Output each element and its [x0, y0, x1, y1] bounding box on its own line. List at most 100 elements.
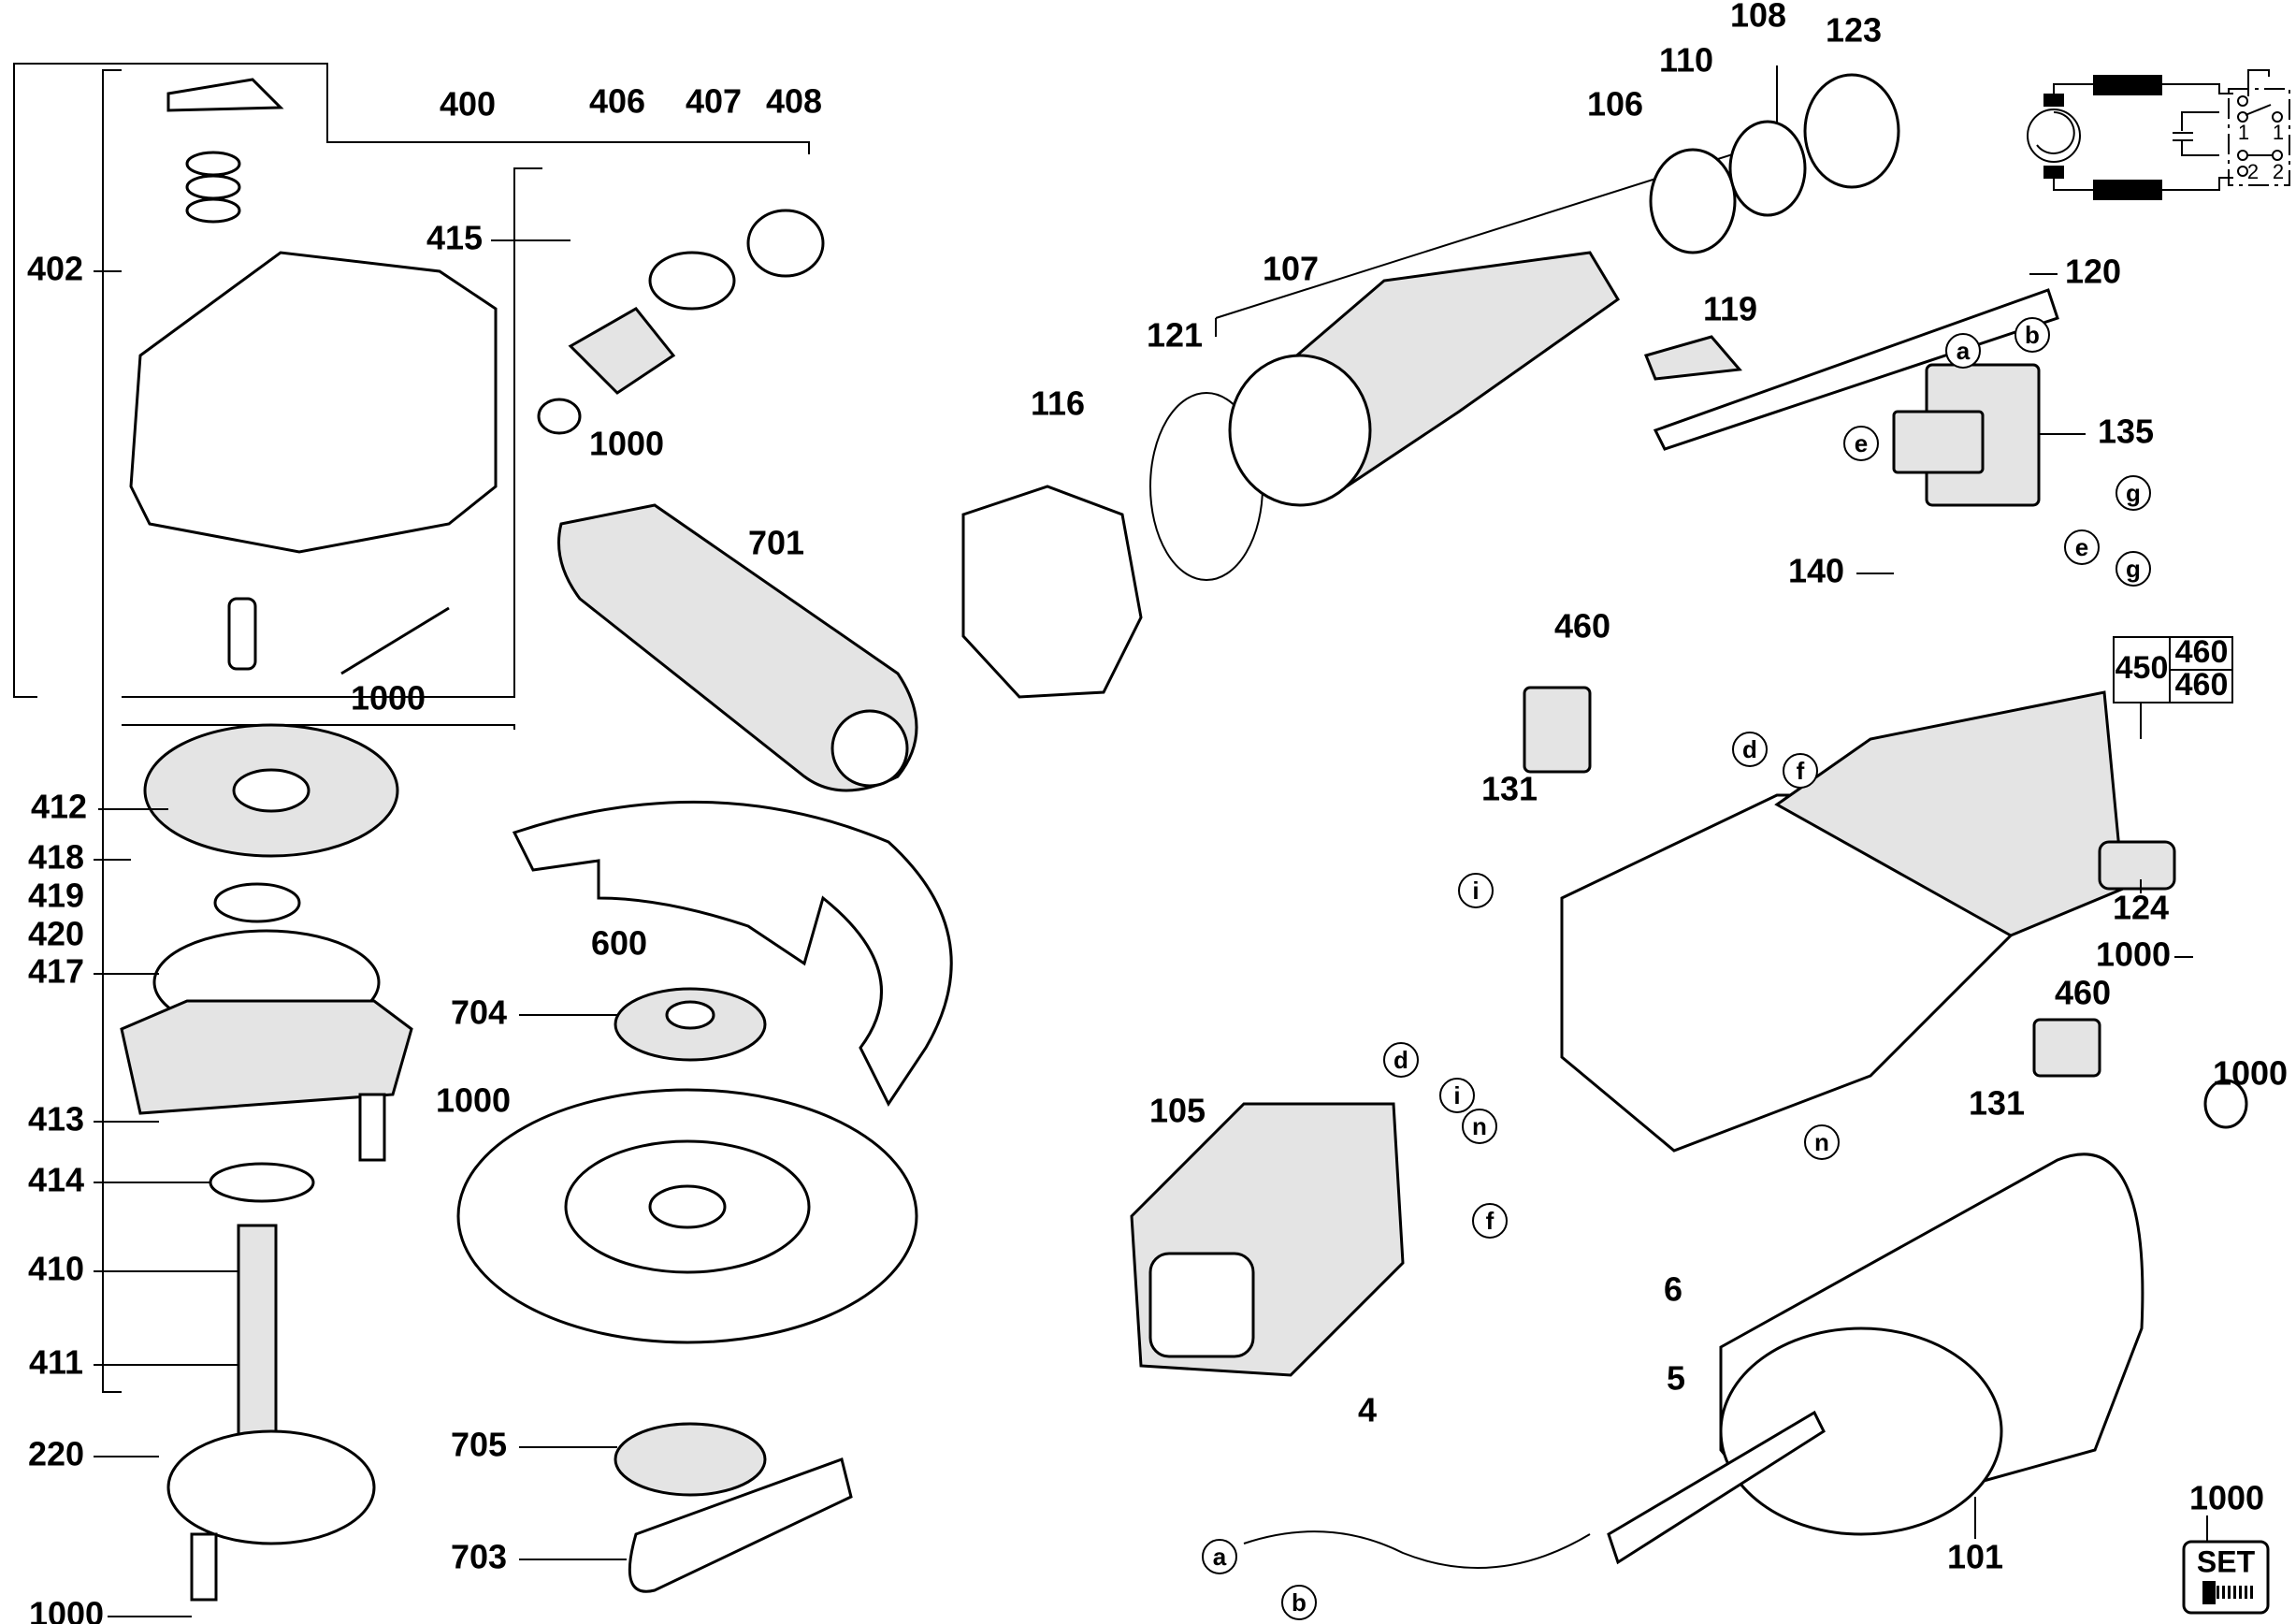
connector-letter-marker: b	[2014, 317, 2050, 353]
part-number-callout: 1000	[589, 425, 664, 463]
part-number-callout: 1000	[2189, 1479, 2264, 1517]
lock-button	[166, 78, 284, 112]
part-number-callout: 402	[27, 250, 83, 288]
connector-letter: e	[2075, 533, 2088, 561]
part-number-callout: 703	[451, 1538, 507, 1576]
part-number-callout: 119	[1703, 290, 1757, 328]
connector-letter-marker: d	[1732, 732, 1768, 767]
wiring-schematic: 1 1 2 2	[2027, 69, 2290, 200]
part-number-callout: 4	[1358, 1391, 1377, 1429]
part-number-callout: 417	[28, 952, 84, 991]
part-number-callout: 105	[1149, 1092, 1206, 1130]
part-number-callout: 1000	[436, 1081, 511, 1120]
capacitor	[1892, 410, 1985, 474]
part-number-callout: 420	[28, 915, 84, 953]
part-number-callout: 406	[589, 82, 645, 121]
part-number-callout: 705	[451, 1426, 507, 1464]
switch-rod	[1653, 288, 2059, 451]
part-number-callout: 413	[28, 1100, 84, 1138]
power-cord	[1243, 1530, 1591, 1569]
part-number-callout: 131	[1481, 770, 1538, 808]
connector-letter-marker: g	[2115, 551, 2151, 587]
cord-protector	[1607, 1410, 1826, 1565]
part-number-callout: 107	[1263, 250, 1319, 288]
connector-letter-marker: f	[1783, 753, 1818, 789]
switch-number: 1	[2238, 121, 2249, 144]
part-number-callout: 220	[28, 1435, 84, 1473]
lock-pin	[227, 597, 257, 671]
set-label: SET	[2197, 1544, 2256, 1578]
part-number-callout: 704	[451, 993, 507, 1032]
part-number-callout: 123	[1826, 11, 1882, 50]
part-number-callout: 407	[686, 82, 742, 121]
part-number-callout: 110	[1659, 41, 1713, 80]
switch-number: 2	[2273, 160, 2284, 183]
connector-letter: f	[1486, 1207, 1495, 1235]
pinion	[568, 307, 676, 395]
connector-letter: a	[1213, 1543, 1227, 1571]
gear-housing-cover	[129, 251, 498, 554]
part-number-callout: 701	[748, 524, 804, 562]
part-number-callout: 106	[1587, 85, 1643, 123]
connector-letter: g	[2126, 555, 2141, 583]
side-handle	[557, 503, 918, 792]
connector-letter: n	[1472, 1112, 1487, 1140]
parts	[120, 73, 2248, 1602]
spindle-plate	[166, 1429, 376, 1545]
connector-letter: b	[2025, 321, 2040, 349]
connector-letter-marker: a	[1202, 1539, 1237, 1574]
part-number-callout: 600	[591, 924, 647, 963]
spanner	[628, 1457, 853, 1593]
kit-sub-number: 460	[2175, 667, 2229, 703]
kit-sub-number: 460	[2175, 634, 2229, 670]
part-number-callout: 140	[1788, 552, 1844, 590]
connector-letter-marker: i	[1458, 873, 1494, 908]
wheel-guard	[512, 800, 953, 1107]
part-number-callout: 460	[2055, 974, 2111, 1012]
part-number-callout: 418	[28, 838, 84, 877]
connector-letter: e	[1855, 429, 1868, 457]
connector-letter-marker: e	[1843, 426, 1879, 461]
part-number-callout: 415	[426, 219, 483, 257]
connector-letter: d	[1393, 1046, 1408, 1074]
part-number-callout: 411	[29, 1343, 83, 1382]
spindle	[237, 1224, 278, 1461]
connector-letter-marker: d	[1383, 1042, 1419, 1078]
connector-letter: i	[1472, 877, 1479, 905]
clamp-nut	[614, 1422, 767, 1497]
part-number-callout: 131	[1969, 1084, 2025, 1123]
part-number-callout: 1000	[29, 1595, 104, 1624]
bearing	[1649, 148, 1737, 254]
part-number-callout: 412	[31, 788, 87, 826]
part-number-callout: 414	[28, 1161, 84, 1199]
part-number-callout: 410	[28, 1250, 84, 1288]
connector-letter: g	[2126, 479, 2141, 507]
spring	[185, 151, 241, 177]
connector-letter: i	[1453, 1081, 1460, 1109]
set-badge: SET	[2182, 1515, 2270, 1615]
part-number-callout: 1000	[2213, 1054, 2288, 1093]
bearing-flange	[961, 485, 1143, 699]
connector-letter: b	[1292, 1588, 1307, 1617]
part-number-callout: 120	[2065, 253, 2121, 291]
part-number-callout: 135	[2098, 413, 2154, 451]
connector-letter-marker: a	[1945, 333, 1981, 369]
part-number-callout: 408	[766, 82, 822, 121]
connector-letter: n	[1814, 1128, 1829, 1156]
gear-flange	[120, 999, 413, 1115]
connector-letter-marker: g	[2115, 475, 2151, 511]
part-number-callout: 116	[1031, 384, 1085, 423]
part-number-callout: 5	[1667, 1359, 1685, 1398]
connector-letter-marker: b	[1281, 1585, 1317, 1620]
connector-letter-marker: n	[1462, 1109, 1497, 1144]
connector-letter-marker: f	[1472, 1203, 1508, 1239]
connector-letter: a	[1957, 337, 1971, 365]
screw	[340, 606, 450, 675]
connector-letter-marker: n	[1804, 1124, 1840, 1160]
part-number-callout: 1000	[2096, 935, 2171, 974]
part-number-callout: 121	[1147, 316, 1203, 355]
part-number-callout: 460	[1554, 607, 1610, 645]
connector-letter: f	[1797, 757, 1805, 785]
kit-number: 450	[2115, 650, 2169, 686]
